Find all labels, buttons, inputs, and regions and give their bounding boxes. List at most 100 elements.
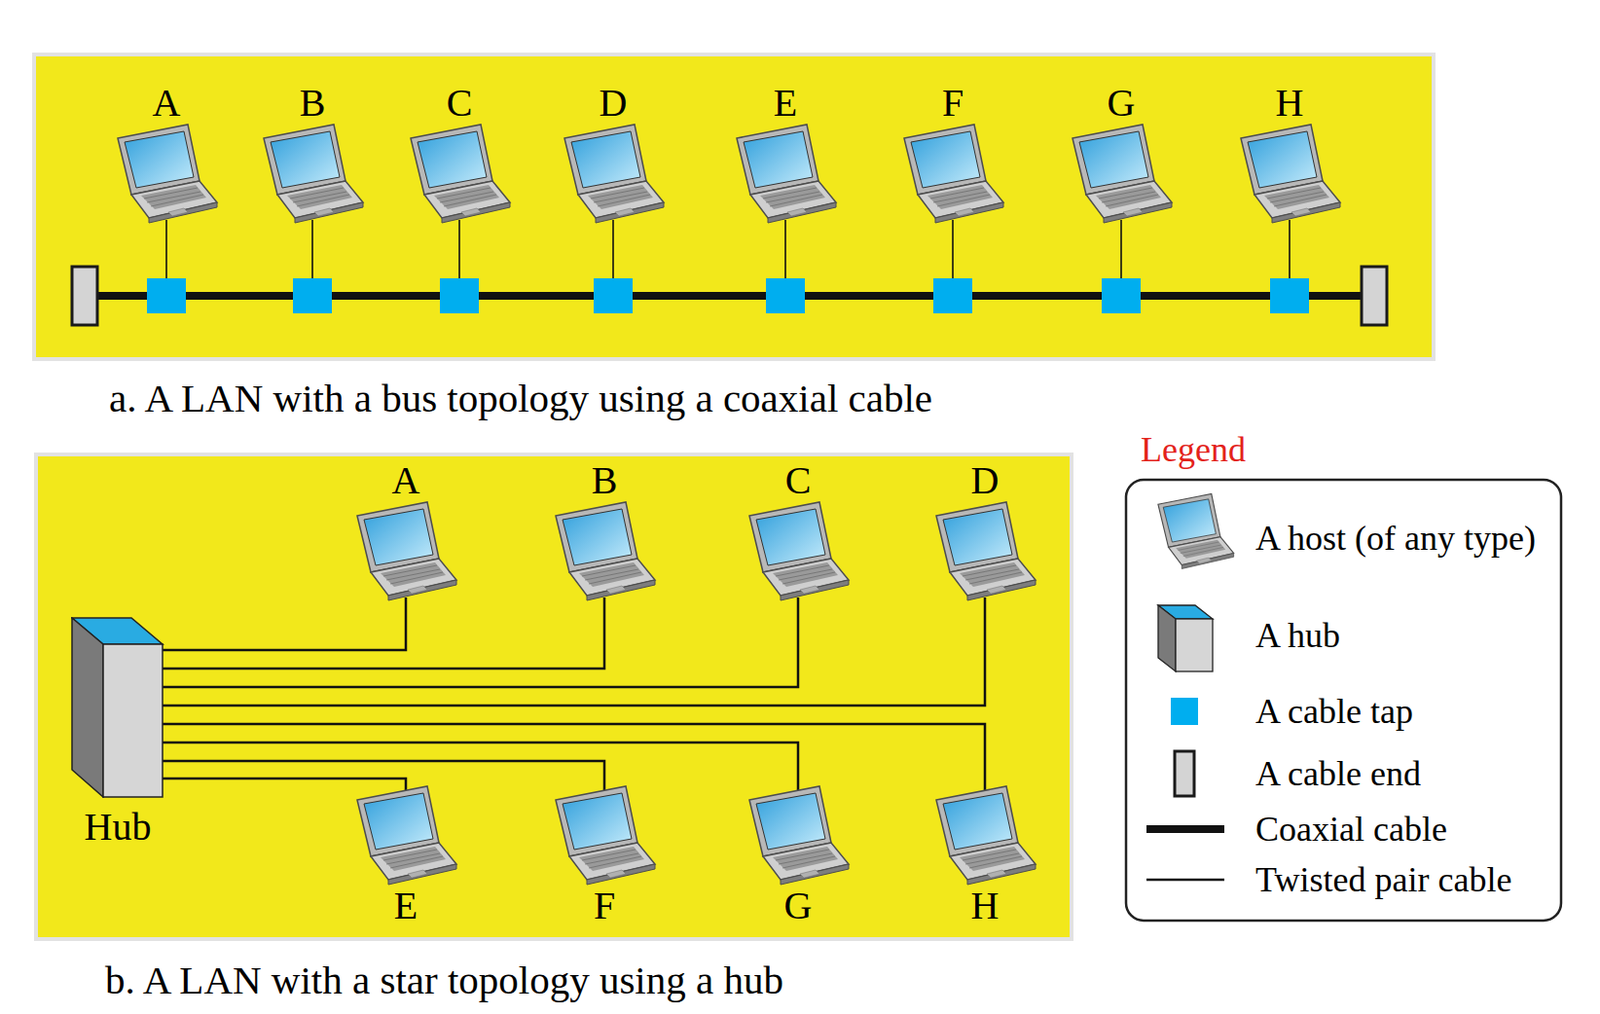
laptop-graphic [357, 786, 457, 885]
host-node: G [1066, 83, 1176, 225]
drop-line [1120, 219, 1123, 279]
host-letter: E [773, 83, 798, 123]
laptop-graphic [555, 786, 655, 885]
drop-line [311, 219, 314, 279]
host-letter: F [593, 886, 616, 926]
twisted-pair-cable [162, 724, 985, 791]
host-node: A [351, 461, 461, 603]
cable-tap [292, 278, 332, 314]
panel-background [34, 54, 1434, 360]
laptop-graphic [117, 124, 218, 223]
laptop-graphic [749, 502, 849, 601]
host-letter: D [599, 83, 628, 123]
twisted-pair-cable [162, 742, 799, 791]
host-node: A [111, 83, 221, 225]
legend-swatch [1170, 697, 1199, 726]
host-letter: D [971, 461, 1000, 501]
cable-tap [933, 278, 973, 314]
laptop-icon [549, 500, 659, 603]
hub-side [72, 618, 104, 798]
legend-cable-end-sample [1174, 751, 1195, 797]
twisted-pair-cable [162, 761, 605, 791]
drop-line [165, 219, 168, 279]
coaxial-cable [84, 291, 1373, 300]
laptop-graphic [564, 124, 664, 223]
host-node: D [930, 461, 1040, 603]
host-node: F [549, 784, 659, 926]
host-letter: G [784, 886, 813, 926]
laptop-icon [351, 500, 461, 603]
twisted-pair-cable [162, 597, 605, 669]
laptop-graphic [749, 786, 849, 885]
figure-caption: a. A LAN with a bus topology using a coa… [109, 375, 933, 422]
laptop-icon [1235, 122, 1345, 225]
cable-tap [1101, 278, 1141, 314]
host-node: C [404, 83, 514, 225]
cable-taps [146, 278, 1310, 314]
cable-tap [1270, 278, 1310, 314]
host-letter: A [392, 461, 421, 501]
laptop-graphic [1240, 124, 1341, 223]
laptop-graphic [357, 502, 457, 601]
laptop-icon [111, 122, 221, 225]
cable-tap [765, 278, 805, 314]
drop-line [1288, 219, 1291, 279]
cable-end [72, 266, 98, 326]
laptop-graphic [936, 786, 1036, 885]
twisted-pair-cable [162, 597, 985, 706]
laptop-graphic [555, 502, 655, 601]
host-letter: H [971, 886, 1000, 926]
host-node: H [1235, 83, 1345, 225]
legend-text: A hub [1255, 616, 1341, 655]
laptop-icon [351, 784, 461, 887]
hub-label: Hub [84, 807, 152, 847]
legend-hub-sample [1158, 605, 1213, 672]
laptop-graphic [1072, 124, 1172, 223]
twisted-pair-cable [162, 778, 406, 791]
laptop-icon [930, 784, 1040, 887]
host-letter: A [152, 83, 182, 123]
twisted-pair-cable [162, 597, 406, 651]
laptop-icon [898, 122, 1008, 225]
host-node: B [257, 83, 367, 225]
host-letter: B [591, 461, 619, 501]
cable-tap [439, 278, 479, 314]
hub-icon [71, 617, 165, 799]
host-letter: C [446, 83, 473, 123]
hub-node: Hub [71, 617, 165, 847]
host-node: D [558, 83, 668, 225]
cable-tap [146, 278, 186, 314]
panel-background [36, 454, 1072, 940]
drop-line [458, 219, 461, 279]
legend-box [1126, 479, 1562, 921]
host-node: F [898, 83, 1008, 225]
legend-text: Twisted pair cable [1255, 860, 1512, 900]
host-letter: E [394, 886, 418, 926]
laptop-icon [930, 500, 1040, 603]
laptop-icon [549, 784, 659, 887]
laptop-graphic [936, 502, 1036, 601]
drop-line [951, 219, 954, 279]
host-letter: B [299, 83, 327, 123]
legend-text: A cable tap [1255, 691, 1414, 731]
host-node: E [730, 83, 840, 225]
drop-line [784, 219, 787, 279]
laptop-icon [257, 122, 367, 225]
laptop-icon [558, 122, 668, 225]
laptop-graphic [263, 124, 364, 223]
cable-tap [593, 278, 633, 314]
legend-text: Coaxial cable [1255, 809, 1448, 849]
drop-line [612, 219, 615, 279]
laptop-icon [743, 500, 853, 603]
coaxial-bus [72, 219, 1387, 326]
legend-heading: Legend [1140, 430, 1246, 471]
laptop-graphic [736, 124, 837, 223]
legend-coaxial-sample [1146, 825, 1225, 834]
host-node: B [549, 461, 659, 603]
host-node: H [930, 784, 1040, 926]
host-node: C [743, 461, 853, 603]
host-letter: F [942, 83, 964, 123]
host-letter: H [1275, 83, 1305, 123]
laptop-icon [1066, 122, 1176, 225]
